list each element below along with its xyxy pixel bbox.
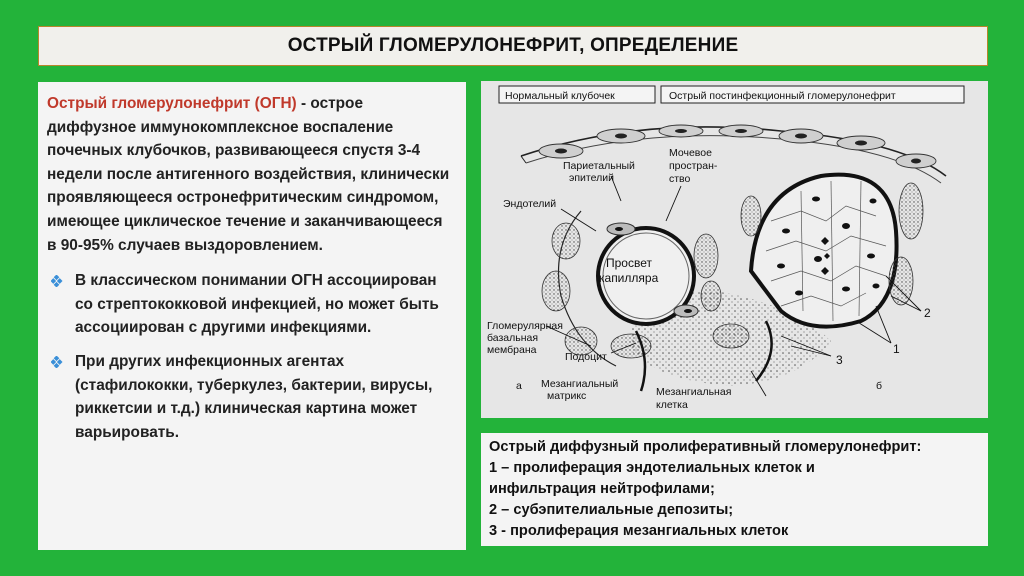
label-mesangial-cell-2: клетка (656, 399, 688, 411)
title-bar: ОСТРЫЙ ГЛОМЕРУЛОНЕФРИТ, ОПРЕДЕЛЕНИЕ (38, 26, 988, 66)
label-podocyte: Подоцит (565, 351, 607, 363)
label-parietal-1: Париетальный (563, 160, 635, 172)
label-mesangial-cell-1: Мезангиальная (656, 386, 731, 398)
label-mesangial-matrix-1: Мезангиальный (541, 378, 618, 390)
label-urinary-3: ство (669, 173, 691, 185)
slide-title: ОСТРЫЙ ГЛОМЕРУЛОНЕФРИТ, ОПРЕДЕЛЕНИЕ (287, 35, 739, 56)
diamond-bullet-icon (51, 355, 63, 368)
label-n2: 2 (924, 306, 931, 320)
glomerulus-diagram: Нормальный клубочек Острый постинфекцион… (481, 81, 988, 418)
label-post: Острый постинфекционный гломерулонефрит (669, 90, 896, 102)
definition-paragraph: Острый гломерулонефрит (ОГН) - острое ди… (47, 92, 456, 257)
label-gbm-2: базальная (487, 332, 538, 344)
figure-caption: Острый диффузный пролиферативный гломеру… (481, 433, 988, 546)
label-urinary-2: простран- (669, 160, 718, 172)
caption-line: 3 - пролиферация мезангиальных клеток (489, 523, 789, 539)
bullet-item: При других инфекционных агентах (стафило… (47, 350, 456, 444)
label-n3: 3 (836, 353, 843, 367)
label-lumen-2: капилляра (599, 271, 659, 285)
bullet-text: При других инфекционных агентах (стафило… (75, 352, 433, 441)
label-mesangial-matrix-2: матрикс (547, 390, 586, 402)
caption-line: инфильтрация нейтрофилами; (489, 481, 715, 497)
label-normal: Нормальный клубочек (505, 90, 615, 102)
diamond-bullet-icon (51, 275, 63, 288)
label-parietal-2: эпителий (569, 172, 614, 184)
definition-term: Острый гломерулонефрит (ОГН) (47, 95, 297, 112)
definition-text: - острое диффузное иммунокомплексное вос… (47, 95, 450, 254)
bullet-text: В классическом понимании ОГН ассоциирова… (75, 272, 439, 337)
label-panel-a: а (516, 380, 522, 392)
label-lumen-1: Просвет (606, 256, 652, 270)
caption-line: 1 – пролиферация эндотелиальных клеток и (489, 460, 815, 476)
label-panel-b: б (876, 380, 882, 392)
label-urinary-1: Мочевое (669, 147, 712, 159)
label-gbm-3: мембрана (487, 344, 537, 356)
bullet-item: В классическом понимании ОГН ассоциирова… (47, 269, 456, 340)
definition-panel: Острый гломерулонефрит (ОГН) - острое ди… (38, 82, 466, 550)
label-endothelium: Эндотелий (503, 198, 556, 210)
label-gbm-1: Гломерулярная (487, 320, 563, 332)
caption-line: 2 – субэпителиальные депозиты; (489, 502, 734, 518)
label-n1: 1 (893, 342, 900, 356)
caption-line: Острый диффузный пролиферативный гломеру… (489, 439, 922, 455)
